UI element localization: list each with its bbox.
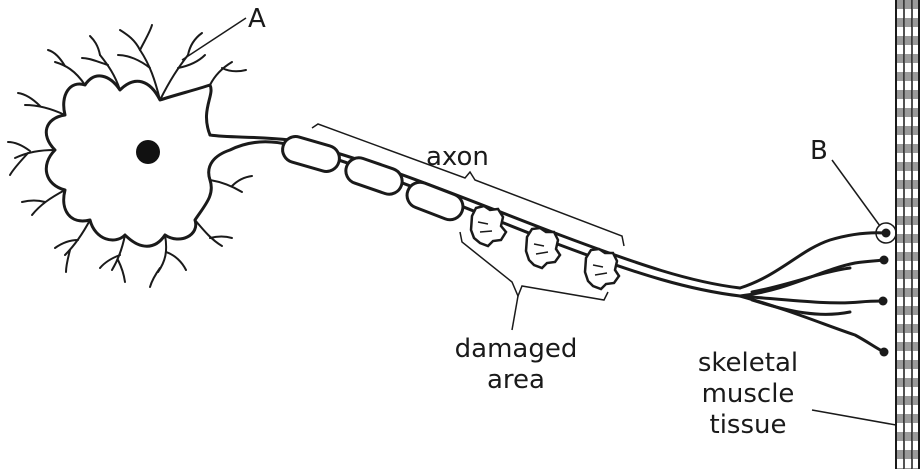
muscle-tissue-leader-line	[812, 410, 896, 425]
muscle-striation	[905, 162, 912, 171]
label-damaged-area-line2: area	[446, 365, 586, 396]
muscle-striation	[897, 36, 904, 45]
muscle-striation	[905, 360, 912, 369]
skeletal-muscle-strip	[896, 0, 920, 469]
muscle-striation	[905, 108, 912, 117]
label-tissue-line3: tissue	[688, 410, 808, 441]
muscle-striation	[905, 324, 912, 333]
muscle-striation	[897, 270, 904, 279]
muscle-striation	[905, 18, 912, 27]
label-b-leader-line	[832, 160, 880, 226]
muscle-striation	[905, 342, 912, 351]
muscle-striation	[905, 90, 912, 99]
muscle-striation	[905, 198, 912, 207]
label-a: A	[248, 4, 266, 35]
muscle-striation	[905, 288, 912, 297]
muscle-striation	[905, 36, 912, 45]
muscle-striation	[905, 432, 912, 441]
muscle-striation	[897, 198, 904, 207]
muscle-striation	[905, 144, 912, 153]
synaptic-terminal-knobs	[879, 229, 891, 357]
muscle-striation	[897, 378, 904, 387]
muscle-striation	[905, 126, 912, 135]
muscle-striation	[897, 126, 904, 135]
muscle-striation	[905, 216, 912, 225]
muscle-striation	[897, 234, 904, 243]
muscle-striation	[905, 378, 912, 387]
muscle-striation	[897, 324, 904, 333]
label-skeletal-muscle-tissue: skeletal muscle tissue	[688, 348, 808, 442]
muscle-striation	[897, 18, 904, 27]
label-b: B	[810, 136, 828, 167]
muscle-striation	[897, 72, 904, 81]
muscle-striation	[905, 396, 912, 405]
label-tissue-line1: skeletal	[688, 348, 808, 379]
axon-terminals	[740, 233, 886, 352]
muscle-striation	[905, 180, 912, 189]
dendrites	[8, 25, 252, 287]
label-axon: axon	[426, 142, 489, 173]
cell-body	[46, 76, 290, 246]
muscle-striation	[897, 432, 904, 441]
muscle-striation	[897, 162, 904, 171]
muscle-striation	[897, 54, 904, 63]
muscle-striation	[905, 414, 912, 423]
muscle-striation	[905, 0, 912, 9]
muscle-striation	[897, 0, 904, 9]
nucleus	[136, 140, 160, 164]
muscle-striation	[897, 396, 904, 405]
muscle-striation	[897, 216, 904, 225]
muscle-striation	[905, 270, 912, 279]
muscle-striation	[897, 306, 904, 315]
label-damaged-area: damaged area	[446, 334, 586, 396]
muscle-striation	[897, 90, 904, 99]
muscle-striation	[905, 450, 912, 459]
muscle-striation	[897, 450, 904, 459]
label-tissue-line2: muscle	[688, 379, 808, 410]
muscle-striation	[897, 180, 904, 189]
muscle-striation	[905, 234, 912, 243]
muscle-striation	[897, 108, 904, 117]
muscle-striation	[897, 414, 904, 423]
muscle-striation	[905, 252, 912, 261]
label-a-leader-line	[182, 18, 246, 60]
label-damaged-area-line1: damaged	[446, 334, 586, 365]
muscle-striation	[905, 72, 912, 81]
damaged-area-leader	[512, 296, 518, 330]
muscle-striation	[897, 288, 904, 297]
muscle-striation	[897, 342, 904, 351]
muscle-striation	[905, 54, 912, 63]
muscle-striation	[897, 144, 904, 153]
muscle-striation	[897, 252, 904, 261]
muscle-striation	[905, 306, 912, 315]
muscle-striation	[897, 360, 904, 369]
